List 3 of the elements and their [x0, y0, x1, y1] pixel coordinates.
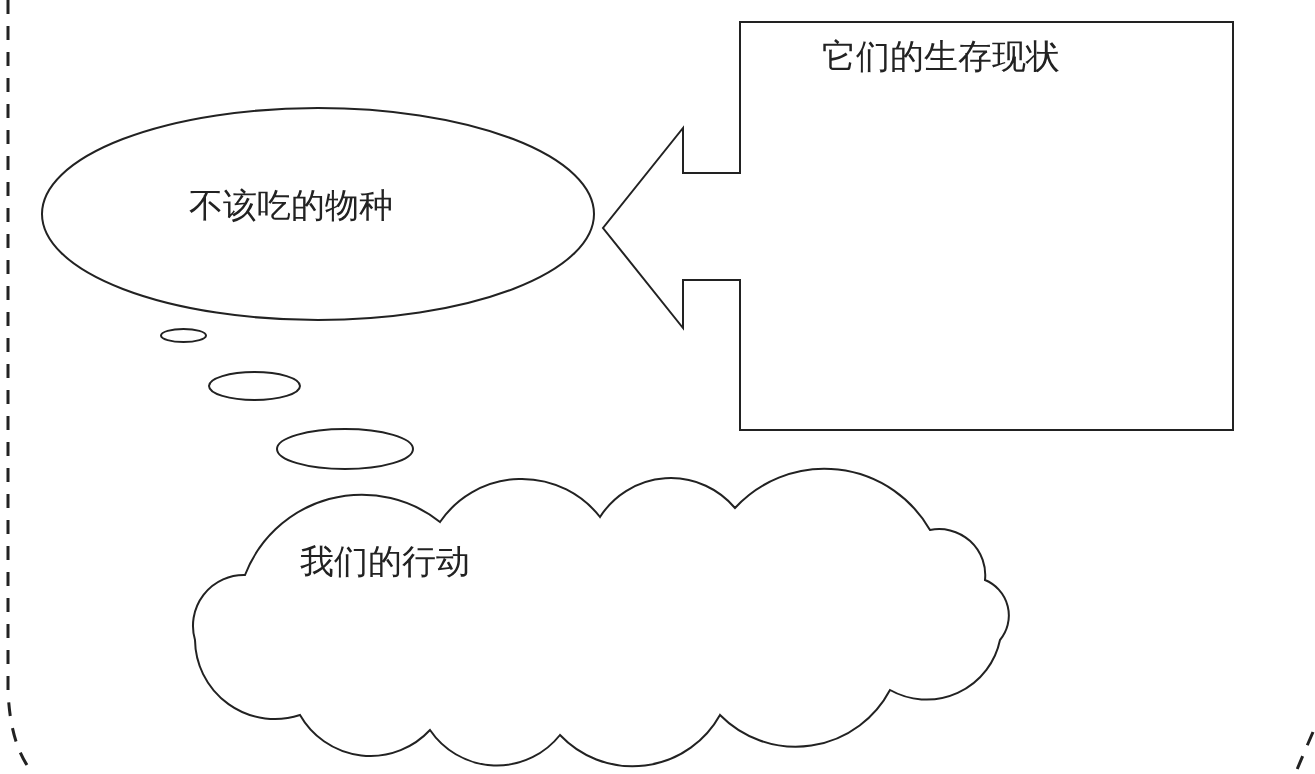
node-label: 不该吃的物种 [189, 185, 393, 226]
node-label: 我们的行动 [300, 541, 470, 582]
node-label: 它们的生存现状 [822, 36, 1060, 77]
